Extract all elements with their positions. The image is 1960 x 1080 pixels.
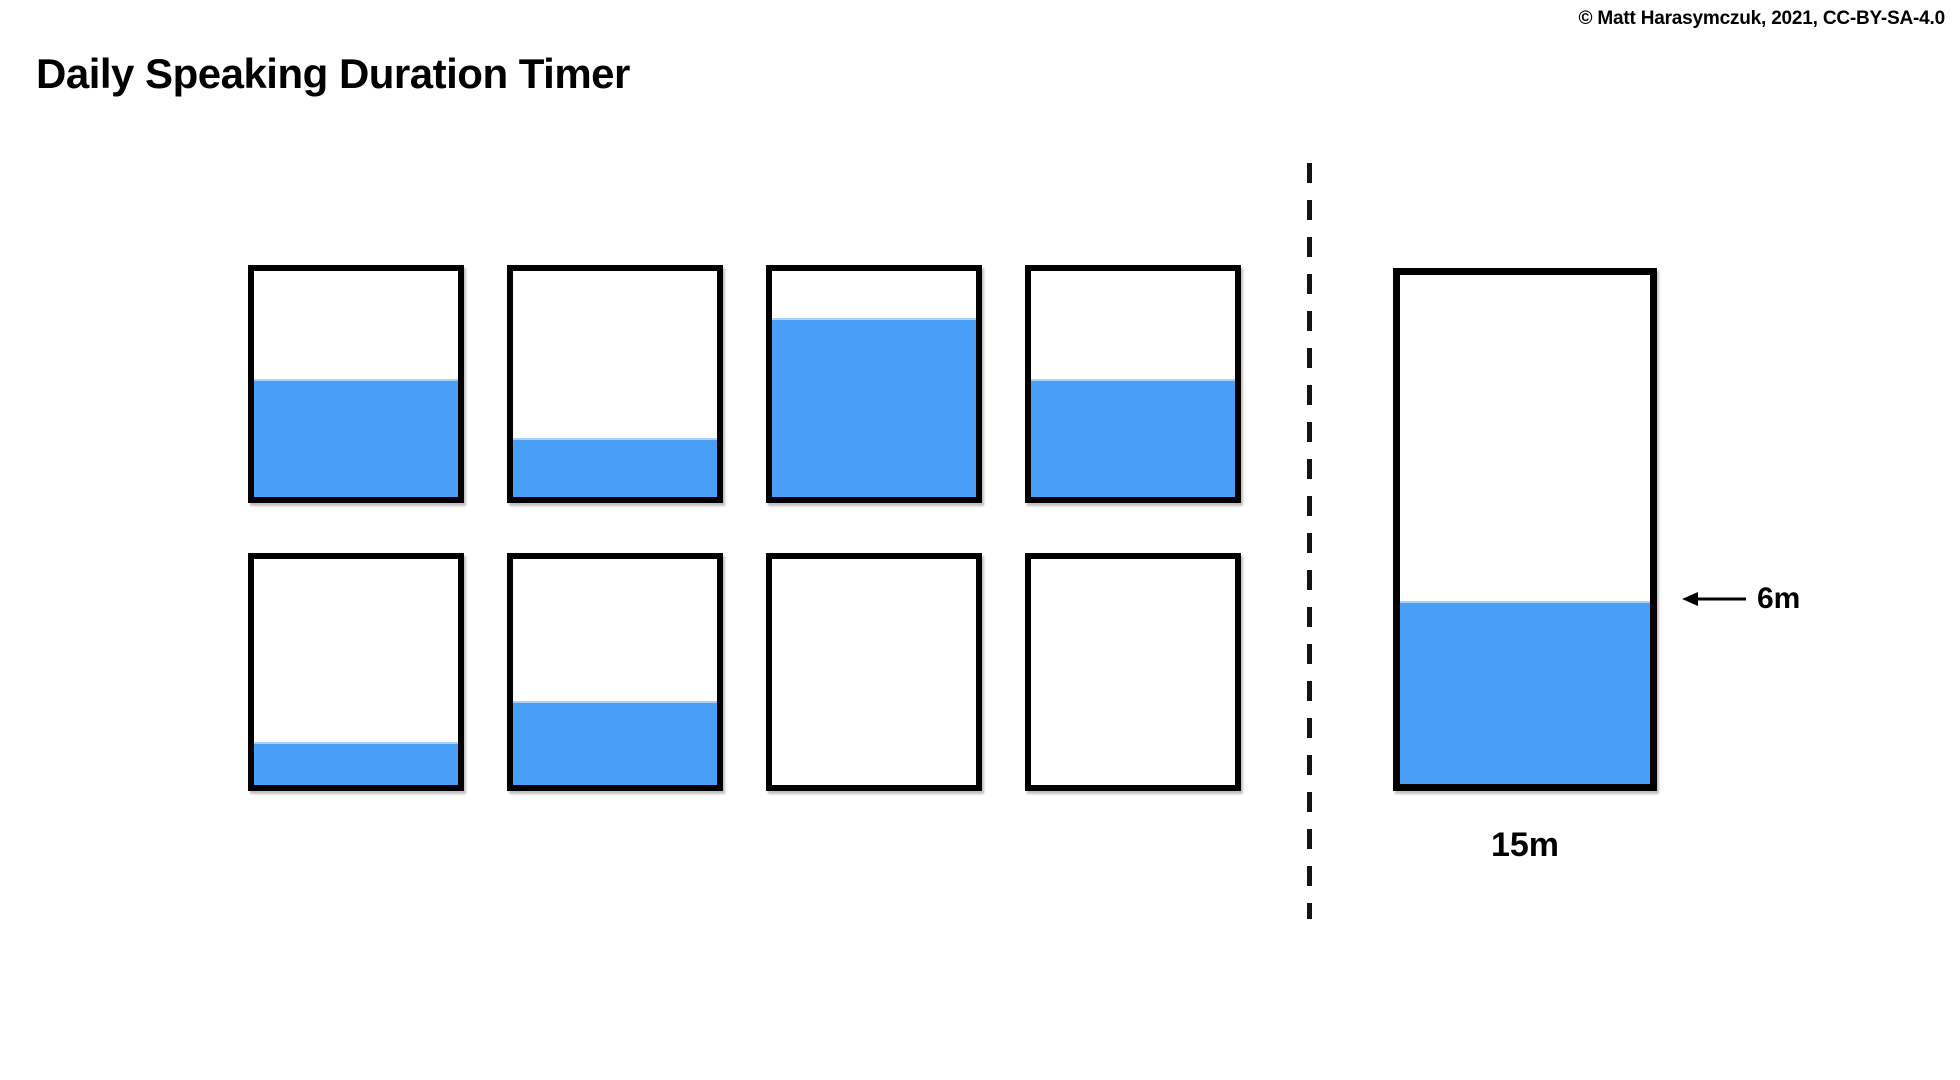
copyright-notice: © Matt Harasymczuk, 2021, CC-BY-SA-4.0 xyxy=(1578,8,1946,29)
daily-gauge-4 xyxy=(1025,265,1241,503)
daily-gauge-5-fill xyxy=(254,742,458,785)
daily-gauge-7 xyxy=(766,553,982,791)
daily-gauge-4-fill xyxy=(1031,379,1235,497)
dashed-divider xyxy=(1307,163,1312,919)
daily-gauge-6-fill xyxy=(513,701,717,785)
daily-gauge-1-fill xyxy=(254,379,458,497)
current-duration-label: 6m xyxy=(1757,582,1801,615)
daily-gauge-6 xyxy=(507,553,723,791)
daily-gauge-1 xyxy=(248,265,464,503)
capacity-label: 15m xyxy=(1490,826,1560,864)
daily-gauge-3-fill xyxy=(772,318,976,497)
daily-gauge-2-fill xyxy=(513,438,717,497)
daily-gauge-3 xyxy=(766,265,982,503)
page-title: Daily Speaking Duration Timer xyxy=(36,50,630,98)
target-gauge-fill xyxy=(1400,600,1650,784)
daily-gauge-5 xyxy=(248,553,464,791)
daily-gauge-2 xyxy=(507,265,723,503)
arrow-left-icon xyxy=(1682,592,1746,606)
daily-gauge-8 xyxy=(1025,553,1241,791)
target-gauge xyxy=(1393,268,1657,791)
